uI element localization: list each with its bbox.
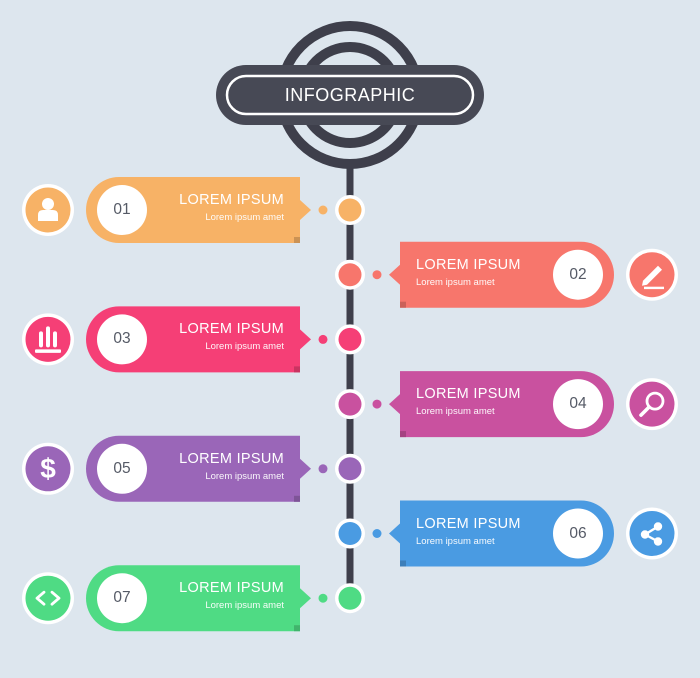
step-number: 05 [113, 459, 131, 477]
pencil-icon [642, 265, 664, 290]
timeline-node [338, 327, 362, 351]
card-pointer [389, 264, 400, 285]
number-bubble [97, 185, 147, 235]
title-bar [216, 65, 484, 125]
card-pointer [389, 394, 400, 415]
card-title: LOREM IPSUM [179, 450, 284, 467]
card-title: LOREM IPSUM [416, 256, 521, 273]
timeline-node [338, 263, 362, 287]
card-text: LOREM IPSUM Lorem ipsum amet [416, 515, 616, 548]
icon-badge [25, 446, 71, 492]
title-text: INFOGRAPHIC [284, 85, 416, 105]
connector-dot [318, 464, 328, 474]
share-icon [640, 522, 663, 546]
card-subtitle: Lorem ipsum amet [416, 276, 495, 288]
step-number: 01 [113, 201, 131, 218]
step-number: 06 [569, 524, 587, 542]
card-subtitle: Lorem ipsum amet [205, 600, 284, 612]
card-title: LOREM IPSUM [179, 192, 284, 208]
card-text: LOREM IPSUM Lorem ipsum amet [84, 450, 284, 483]
card-text: LOREM IPSUM Lorem ipsum amet [84, 579, 284, 612]
step-number: 02 [569, 265, 587, 283]
step-03 [22, 306, 365, 373]
card-subtitle: Lorem ipsum amet [416, 535, 495, 547]
card-title: LOREM IPSUM [416, 386, 521, 403]
timeline-node [338, 392, 362, 416]
card-text: LOREM IPSUM Lorem ipsum amet [416, 256, 616, 289]
card-subtitle: Lorem ipsum amet [416, 406, 495, 418]
card-fold [400, 301, 406, 308]
card-text: LOREM IPSUM Lorem ipsum amet [84, 320, 284, 353]
number-bubble [553, 379, 603, 430]
step-06 [335, 500, 678, 567]
card-title: LOREM IPSUM [179, 321, 284, 338]
step-05: $ [22, 435, 365, 502]
card-subtitle: Lorem ipsum amet [205, 470, 284, 482]
card-pointer [300, 329, 311, 350]
connector-dot [372, 529, 382, 538]
connector-dot [372, 399, 382, 409]
connector-dot [318, 593, 328, 603]
card-fold [294, 237, 300, 243]
step-07 [22, 565, 365, 632]
number-bubble [97, 573, 147, 624]
connector-dot [318, 205, 328, 215]
dollar-icon: $ [40, 453, 56, 484]
user-icon [38, 198, 58, 221]
card-title: LOREM IPSUM [179, 580, 284, 597]
icon-badge [629, 381, 675, 427]
card-fold [294, 495, 300, 502]
icon-badge [629, 511, 675, 556]
card-pointer [300, 200, 311, 220]
connector-dot [318, 334, 328, 344]
step-02 [335, 241, 678, 308]
card-text: LOREM IPSUM Lorem ipsum amet [84, 191, 284, 224]
number-bubble [97, 314, 147, 365]
number-bubble [553, 508, 603, 559]
card-fold [294, 625, 300, 632]
search-icon [639, 391, 665, 417]
card-text: LOREM IPSUM Lorem ipsum amet [416, 385, 616, 418]
card-fold [294, 366, 300, 373]
number-bubble [553, 249, 603, 300]
step-number: 07 [113, 589, 131, 607]
connector-dot [372, 270, 382, 280]
card-pointer [300, 588, 311, 609]
code-icon [35, 590, 61, 606]
title-bar-outline [225, 74, 475, 116]
step-number: 03 [113, 330, 131, 348]
timeline-node [338, 522, 362, 545]
card-title: LOREM IPSUM [416, 515, 521, 532]
card-pointer [300, 458, 311, 479]
step-01 [22, 177, 365, 243]
step-number: 04 [569, 395, 587, 413]
timeline-node [338, 198, 362, 222]
bar-chart-icon [35, 326, 61, 353]
card-fold [400, 560, 406, 567]
card-subtitle: Lorem ipsum amet [205, 341, 284, 353]
card-subtitle: Lorem ipsum amet [205, 212, 284, 223]
timeline-node [338, 457, 362, 481]
timeline-node [338, 586, 362, 610]
number-bubble [97, 443, 147, 494]
card-pointer [389, 523, 400, 544]
svg-text:$: $ [40, 453, 56, 484]
step-04 [335, 371, 678, 438]
icon-badge [25, 575, 71, 621]
card-fold [400, 431, 406, 438]
